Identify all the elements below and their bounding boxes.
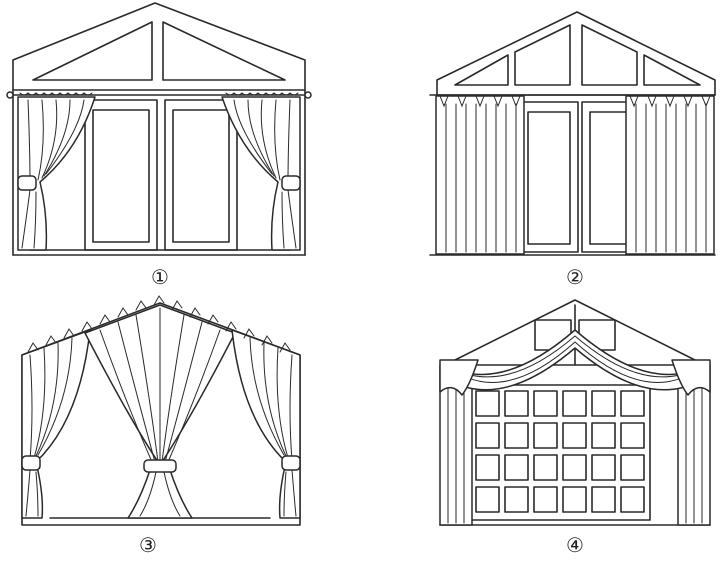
figure-2-label: ② <box>566 265 584 289</box>
figure-3-angled-tieback-drapes <box>21 295 301 526</box>
figure-2-pinch-pleat-drapes <box>429 11 716 256</box>
figure-4-swag-valance-window <box>439 299 711 526</box>
figure-3-label: ③ <box>139 533 157 557</box>
grid-panes <box>475 390 645 513</box>
figure-1-label: ① <box>151 265 169 289</box>
figure-4-label: ④ <box>566 533 584 557</box>
figure-1-tieback-curtains <box>6 2 312 256</box>
